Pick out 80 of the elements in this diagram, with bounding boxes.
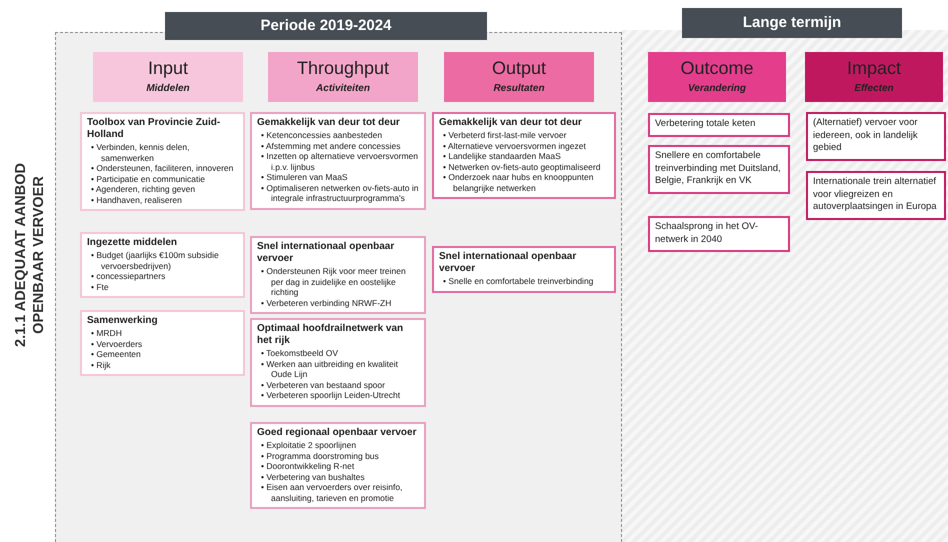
card-text: Verbetering totale keten (655, 118, 756, 130)
bullet-item: • Landelijke standaarden MaaS (443, 151, 562, 162)
bullet-item: • Werken aan uitbreiding en kwaliteit Oude Lijn (261, 358, 400, 380)
column-title: Input (146, 57, 190, 79)
bullet-item: • Verbetering van bushaltes (261, 472, 366, 482)
text-card (648, 145, 790, 194)
bullet-item: • Budget (jaarlijks €100m subsidie vervoersbedrijven) (91, 250, 220, 271)
period-title: Periode 2019-2024 (165, 12, 487, 40)
card-heading: Ingezette middelen (87, 237, 178, 249)
column-subtitle: Verandering (687, 82, 747, 96)
bullet-item: • Verbeteren spoorlijn Leiden-Utrecht (261, 390, 402, 400)
card-heading: Snel internationaal openbaar vervoer (439, 251, 578, 275)
text-card (250, 318, 426, 406)
text-card (80, 112, 245, 211)
card-heading: Goed regionaal openbaar vervoer (257, 427, 418, 439)
bullet-item: • Gemeenten (91, 349, 142, 360)
bullet-item: • Verbeteren van bestaand spoor (261, 380, 386, 390)
bullet-item: • Netwerken ov-fiets-auto geoptimaliseerd (443, 162, 602, 172)
bullet-item: • Fte (91, 282, 110, 292)
text-card (432, 246, 616, 292)
bullet-item: • Ondersteunen Rijk voor meer treinen per dag in zuidelijke en oostelijke richting (261, 266, 407, 298)
bullet-item: • Verbeterd first-last-mile vervoer (443, 130, 568, 140)
text-card (80, 232, 245, 298)
column-title: Impact (846, 57, 902, 79)
bullet-item: • Rijk (91, 360, 112, 370)
bullet-item: • concessiepartners (91, 271, 166, 282)
column-header (268, 52, 418, 102)
bullet-item: • Programma doorstroming bus (261, 450, 380, 461)
bullet-item: • Ondersteunen, faciliteren, innoveren (91, 163, 234, 174)
text-card (250, 422, 426, 509)
column-title: Output (490, 57, 548, 79)
side-title: 2.1.1 ADEQUAAT AANBOD OPENBAAR VERVOER (12, 162, 48, 349)
column-header (93, 52, 243, 102)
column-header (805, 52, 943, 102)
card-text: (Alternatief) vervoer voor iedereen, ook in landelijk gebied (813, 117, 919, 154)
bullet-item: • Stimuleren van MaaS (261, 172, 349, 182)
column-subtitle: Activiteiten (315, 82, 371, 96)
bullet-item: • Verbeteren verbinding NRWF-ZH (261, 298, 392, 308)
card-heading: Samenwerking (87, 315, 159, 327)
text-card (432, 112, 616, 199)
card-text: Internationale trein alternatief voor vliegreizen en autoverplaatsingen in Europa (813, 176, 938, 214)
bullet-item: • Exploitatie 2 spoorlijnen (261, 440, 358, 450)
bullet-item: • Vervoerders (91, 338, 144, 349)
card-text: Snellere en comfortabele treinverbinding met Duitsland, Belgie, Frankrijk en VK (655, 150, 782, 188)
bullet-item: • Doorontwikkeling R-net (261, 461, 356, 472)
bullet-item: • Eisen aan vervoerders over reisinfo, aansluiting, tarieven en promotie (261, 482, 404, 503)
bullet-item: • Inzetten op alternatieve vervoersvormen i.p.v. lijnbus (261, 151, 419, 172)
column-subtitle: Middelen (145, 82, 191, 96)
card-text: Schaalsprong in het OV-netwerk in 2040 (655, 221, 759, 246)
text-card (250, 112, 426, 210)
bullet-item: • Participatie en communicatie (91, 174, 206, 184)
bullet-item: • Alternatieve vervoersvormen ingezet (443, 140, 587, 151)
text-card (806, 112, 946, 160)
column-title: Throughput (296, 57, 390, 79)
text-card (648, 113, 790, 136)
card-heading: Gemakkelijk van deur tot deur (439, 117, 583, 129)
text-card (648, 216, 790, 252)
bullet-item: • Onderzoek naar hubs en knooppunten belangrijke netwerken (443, 172, 594, 193)
text-card (250, 236, 426, 314)
column-title: Outcome (679, 57, 755, 79)
text-card (806, 171, 946, 220)
card-heading: Gemakkelijk van deur tot deur (257, 117, 401, 129)
bullet-item: • Toekomstbeeld OV (261, 348, 339, 358)
bullet-item: • Agenderen, richting geven (91, 184, 196, 194)
bullet-item: • Handhaven, realiseren (91, 194, 183, 205)
column-subtitle: Resultaten (492, 82, 546, 96)
bullet-item: • Snelle en comfortabele treinverbinding (443, 276, 594, 286)
bullet-item: • MRDH (91, 328, 123, 338)
card-heading: Snel internationaal openbaar vervoer (257, 241, 396, 265)
period-title: Lange termijn (682, 8, 902, 38)
card-heading: Toolbox van Provincie Zuid-Holland (87, 117, 222, 141)
text-card (80, 310, 245, 376)
bullet-item: • Afstemming met andere concessies (261, 140, 402, 151)
column-subtitle: Effecten (853, 82, 895, 96)
column-header (444, 52, 594, 102)
column-header (648, 52, 786, 102)
card-heading: Optimaal hoofdrailnetwerk van het rijk (257, 323, 404, 347)
bullet-item: • Ketenconcessies aanbesteden (261, 130, 384, 140)
bullet-item: • Verbinden, kennis delen, samenwerken (91, 142, 190, 163)
bullet-item: • Optimaliseren netwerken ov-fiets-auto in integrale infrastructuurprogramma's (261, 182, 419, 204)
